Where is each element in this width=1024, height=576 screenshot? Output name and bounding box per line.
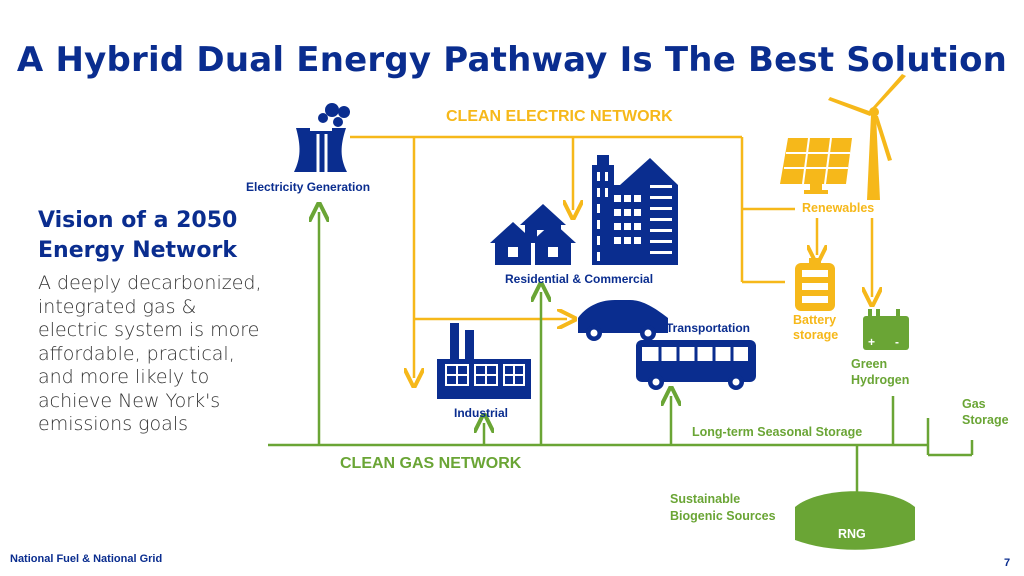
- bus-icon: [636, 340, 756, 390]
- rng-label: RNG: [838, 527, 866, 541]
- svg-text:-: -: [895, 335, 899, 349]
- gas-storage-line1: Gas: [962, 397, 986, 411]
- industrial-label: Industrial: [454, 406, 509, 420]
- residential-commercial-icon: [490, 155, 678, 265]
- biogenic-line2: Biogenic Sources: [670, 509, 776, 523]
- biogenic-line1: Sustainable: [670, 492, 741, 506]
- gas-storage-label: Gas Storage: [962, 396, 1009, 428]
- clean-electric-network-label: CLEAN ELECTRIC NETWORK: [446, 108, 673, 125]
- vision-line: achieve New York's: [38, 389, 221, 412]
- hydrogen-cell-icon: + -: [863, 309, 909, 350]
- electric-network-lines: [350, 135, 872, 378]
- page-title: A Hybrid Dual Energy Pathway Is The Best…: [16, 40, 1008, 80]
- vision-line: affordable, practical,: [38, 342, 235, 365]
- factory-icon: [437, 323, 531, 399]
- battery-icon: [795, 258, 835, 311]
- svg-text:+: +: [868, 335, 875, 349]
- vision-line: A deeply decarbonized,: [38, 272, 262, 294]
- battery-label-line1: Battery: [793, 313, 837, 327]
- vision-body: A deeply decarbonized, integrated gas & …: [38, 272, 298, 437]
- seasonal-storage-label: Long-term Seasonal Storage: [692, 425, 863, 439]
- hydrogen-label-line1: Green: [851, 357, 888, 371]
- vision-line: electric system is more: [38, 319, 260, 341]
- vision-line: emissions goals: [38, 413, 189, 435]
- wind-turbine-icon: [828, 74, 906, 200]
- green-hydrogen-label: Green Hydrogen: [851, 356, 909, 388]
- vision-line: and more likely to: [38, 366, 210, 388]
- battery-label-line2: storage: [793, 328, 839, 342]
- vision-heading-line1: Vision of a 2050: [38, 208, 238, 233]
- solar-panel-icon: [780, 137, 852, 194]
- electricity-generation-label: Electricity Generation: [246, 180, 371, 194]
- power-plant-icon: [294, 103, 350, 172]
- clean-gas-network-label: CLEAN GAS NETWORK: [340, 455, 522, 472]
- footer-text: National Fuel & National Grid: [10, 553, 163, 565]
- hydrogen-label-line2: Hydrogen: [851, 373, 910, 387]
- battery-storage-label: Battery storage: [793, 313, 838, 343]
- transportation-label: Transportation: [666, 321, 751, 335]
- gas-network-lines: [268, 212, 974, 500]
- car-icon: [578, 300, 668, 341]
- biogenic-sources-label: Sustainable Biogenic Sources: [670, 491, 776, 525]
- renewables-label: Renewables: [802, 201, 875, 215]
- page-number: 7: [1004, 557, 1011, 569]
- rng-tank-icon: [795, 491, 915, 550]
- residential-commercial-label: Residential & Commercial: [505, 272, 654, 286]
- vision-heading: Vision of a 2050 Energy Network: [38, 206, 298, 266]
- gas-storage-line2: Storage: [962, 413, 1009, 427]
- vision-heading-line2: Energy Network: [38, 238, 237, 263]
- vision-line: integrated gas &: [38, 295, 197, 318]
